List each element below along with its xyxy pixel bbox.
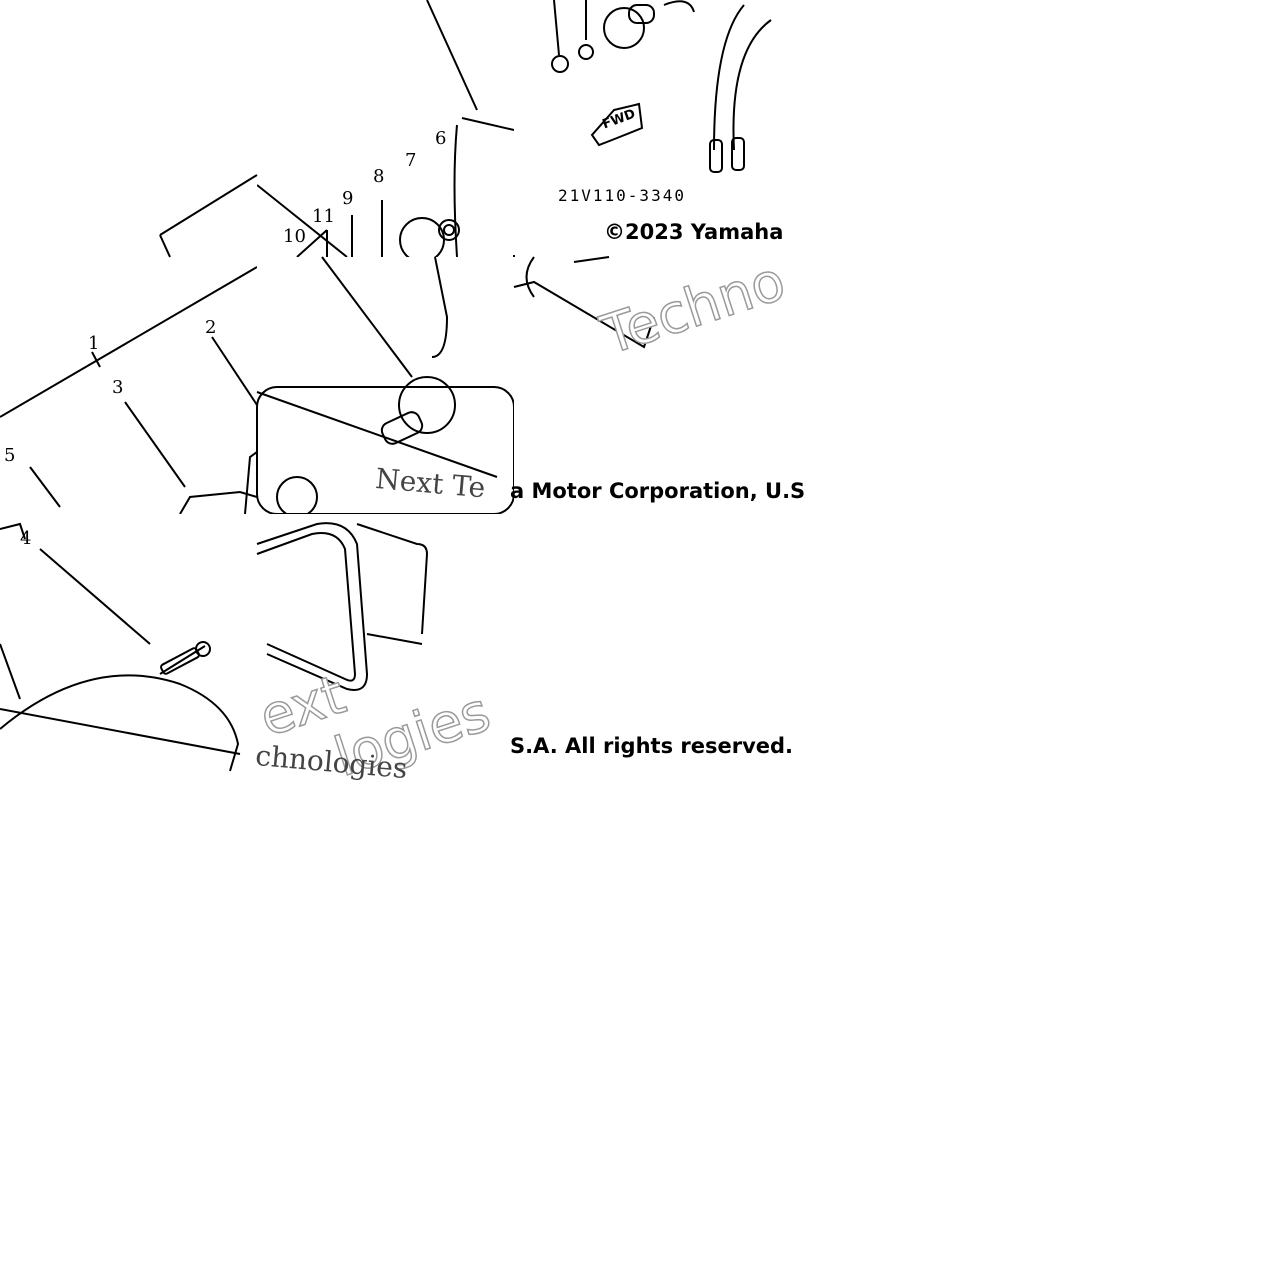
callout-3: 3 — [112, 377, 124, 398]
gasket-frame — [256, 522, 429, 691]
copyright-line-1b: a Motor Corporation, U.S — [510, 479, 806, 503]
callout-9: 9 — [342, 188, 354, 209]
callout-1: 1 — [88, 333, 100, 354]
callout-6: 6 — [435, 128, 447, 149]
tail-light-housing-upper — [256, 0, 515, 263]
callout-2: 2 — [205, 317, 217, 338]
copyright-line-2: S.A. All rights reserved. — [510, 734, 794, 758]
diagram-tile-r2c1: ext logies chnologies — [251, 514, 514, 790]
callout-bracket-left — [0, 266, 258, 515]
callout-4: 4 — [20, 528, 32, 549]
mounting-hardware — [513, 0, 772, 257]
callout-7: 7 — [405, 150, 417, 171]
diagram-tile-r0c1: 6 7 8 9 11 10 — [256, 0, 515, 263]
lens-and-screw — [0, 522, 241, 772]
diagram-tile-r2c2: S.A. All rights reserved. — [510, 514, 793, 771]
diagram-tile-r1c0: 1 3 2 5 — [0, 257, 258, 515]
diagram-tile-r2c0: 4 — [0, 514, 257, 772]
diagram-tile-r0c2: FWD 21V110-3340 ©2023 Yamaha — [513, 0, 783, 257]
callout-5: 5 — [4, 445, 16, 466]
callout-8: 8 — [373, 166, 385, 187]
copyright-line-1a: ©2023 Yamaha — [604, 220, 784, 244]
callout-11: 11 — [312, 206, 335, 227]
diagram-tile-r1c1: Next Te — [256, 256, 515, 518]
diagram-tile-r1c2: Techno a Motor Corporation, U.S — [510, 248, 805, 514]
housing-lower-right — [513, 256, 655, 349]
callout-bracket-top — [159, 174, 258, 258]
diagram-tile-r0c0 — [0, 0, 258, 258]
callout-10: 10 — [283, 226, 306, 247]
diagram-part-number: 21V110-3340 — [558, 186, 686, 205]
